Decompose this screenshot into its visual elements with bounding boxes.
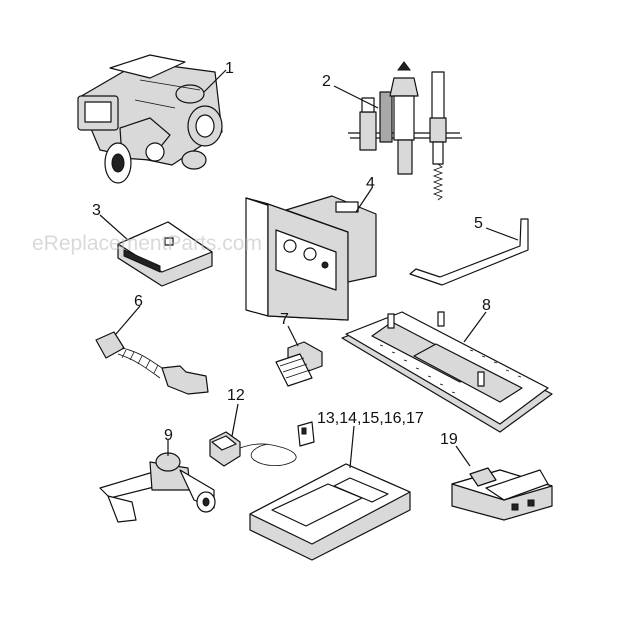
callout-5: 5 [474,215,483,232]
part-1-gas-valve[interactable] [77,54,227,184]
callout-13-17: 13,14,15,16,17 [317,410,424,427]
part-5-hex-wrench[interactable] [409,218,529,286]
callout-19: 19 [440,431,458,448]
callout-2: 2 [322,73,331,90]
watermark: eReplacementParts.com [32,232,262,255]
part-7-fitting[interactable] [275,325,323,387]
callout-1: 1 [225,60,234,77]
callout-7: 7 [280,311,289,328]
callout-8: 8 [482,297,491,314]
part-3-control-module[interactable] [99,214,213,287]
callout-9: 9 [164,427,173,444]
part-6-flex-line[interactable] [95,305,209,395]
part-19-receiver-box[interactable] [451,445,553,521]
part-12-battery-harness[interactable] [209,403,315,467]
callout-4: 4 [366,175,375,192]
callout-12: 12 [227,387,245,404]
part-8-burner-tray[interactable] [341,311,553,433]
part-4-control-panel[interactable] [245,187,377,321]
callout-3: 3 [92,202,101,219]
part-2-pilot-assembly[interactable] [333,61,462,201]
part-13-17-tray[interactable] [249,425,411,561]
callout-6: 6 [134,293,143,310]
part-9-pipe-bracket[interactable] [99,440,216,523]
